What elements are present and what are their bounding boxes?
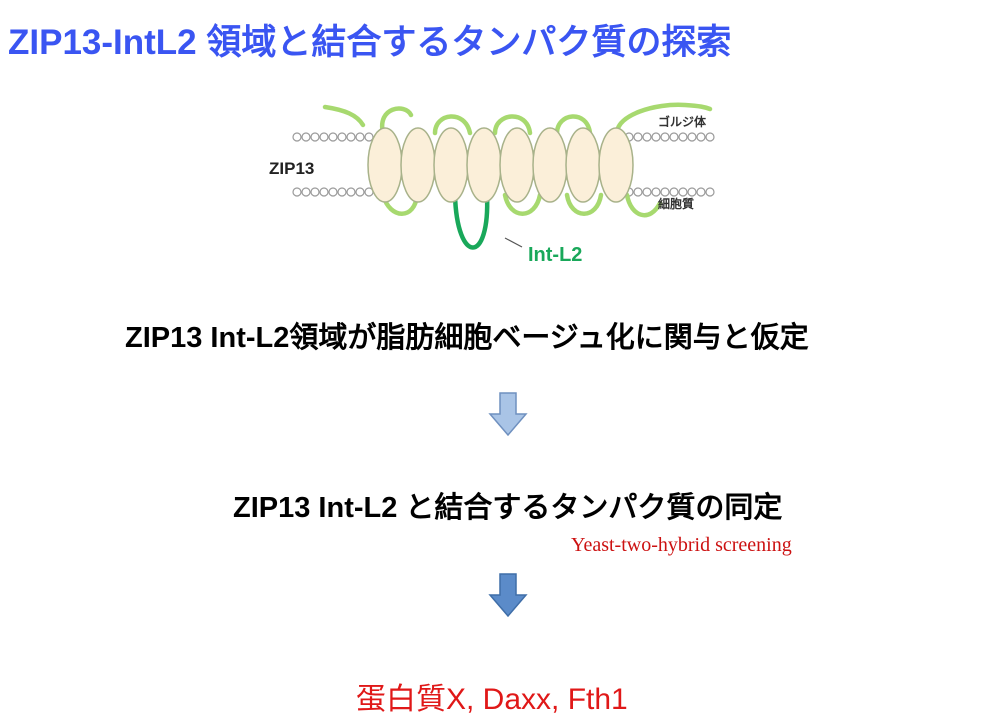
transmembrane-helices bbox=[367, 127, 634, 203]
membrane-bead bbox=[669, 132, 679, 142]
membrane-bead bbox=[337, 132, 347, 142]
cytoplasm-label: 細胞質 bbox=[658, 196, 694, 211]
membrane-bead bbox=[633, 187, 643, 197]
membrane-bead bbox=[328, 132, 338, 142]
int-l2-pointer bbox=[504, 237, 523, 248]
int-l2-loop bbox=[452, 192, 490, 250]
membrane-bead bbox=[355, 132, 365, 142]
slide-title: ZIP13-IntL2 領域と結合するタンパク質の探索 bbox=[8, 23, 732, 62]
protein-label: ZIP13 bbox=[269, 159, 314, 178]
golgi-label: ゴルジ体 bbox=[658, 114, 707, 129]
membrane-bottom bbox=[292, 187, 715, 197]
method-text: Yeast-two-hybrid screening bbox=[571, 534, 792, 556]
membrane-bead bbox=[319, 132, 329, 142]
zip13-membrane-diagram: ZIP13 ゴルジ体 細胞質 Int-L2 bbox=[269, 102, 715, 266]
membrane-top bbox=[292, 132, 715, 142]
identification-text: ZIP13 Int-L2 と結合するタンパク質の同定 bbox=[233, 492, 783, 524]
membrane-bead bbox=[633, 132, 643, 142]
membrane-bead bbox=[642, 132, 652, 142]
membrane-bead bbox=[705, 132, 715, 142]
membrane-bead bbox=[696, 132, 706, 142]
membrane-bead bbox=[310, 187, 320, 197]
int-l2-label: Int-L2 bbox=[528, 244, 582, 266]
membrane-bead bbox=[687, 132, 697, 142]
membrane-bead bbox=[337, 187, 347, 197]
membrane-bead bbox=[705, 187, 715, 197]
membrane-bead bbox=[346, 132, 356, 142]
result-proteins: 蛋白質X, Daxx, Fth1 bbox=[356, 683, 628, 716]
membrane-bead bbox=[660, 187, 670, 197]
hypothesis-text: ZIP13 Int-L2領域が脂肪細胞ベージュ化に関与と仮定 bbox=[125, 322, 809, 354]
membrane-bead bbox=[328, 187, 338, 197]
membrane-bead bbox=[301, 132, 311, 142]
membrane-bead bbox=[678, 132, 688, 142]
membrane-bead bbox=[355, 187, 365, 197]
membrane-bead bbox=[651, 187, 661, 197]
membrane-bead bbox=[364, 132, 374, 142]
membrane-bead bbox=[292, 132, 302, 142]
membrane-bead bbox=[319, 187, 329, 197]
membrane-bead bbox=[346, 187, 356, 197]
membrane-bead bbox=[651, 132, 661, 142]
membrane-bead bbox=[696, 187, 706, 197]
membrane-bead bbox=[660, 132, 670, 142]
down-arrow-icon bbox=[488, 392, 528, 436]
membrane-bead bbox=[310, 132, 320, 142]
down-arrow-icon bbox=[488, 573, 528, 617]
membrane-bead bbox=[687, 187, 697, 197]
membrane-bead bbox=[301, 187, 311, 197]
membrane-bead bbox=[642, 187, 652, 197]
membrane-bead bbox=[669, 187, 679, 197]
extracellular-loops bbox=[322, 102, 713, 136]
membrane-bead bbox=[678, 187, 688, 197]
membrane-bead bbox=[292, 187, 302, 197]
